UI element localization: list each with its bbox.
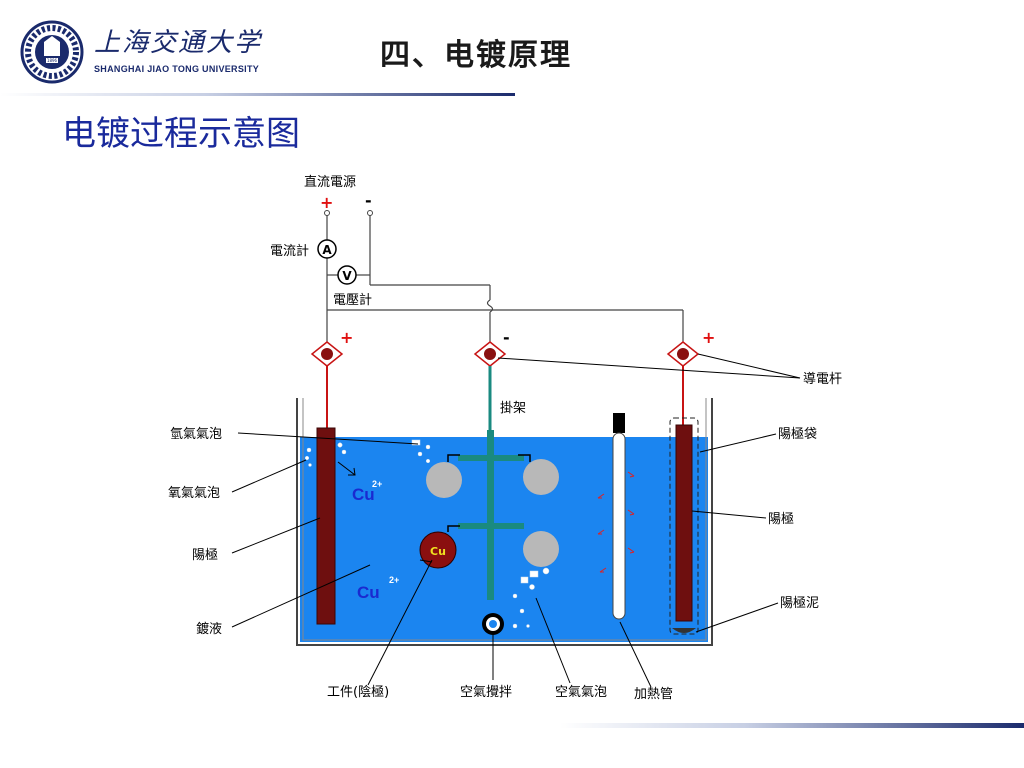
right-anode-plus: + [702, 328, 715, 347]
cathode-minus: - [503, 328, 510, 347]
tank-wall [296, 398, 713, 646]
anode-bag [669, 417, 699, 635]
ammeter-label: 電流計 [270, 243, 309, 259]
workpiece [523, 459, 559, 495]
ammeter-symbol: A [322, 243, 332, 257]
cu-ion: Cu [357, 583, 380, 602]
workpiece [523, 531, 559, 567]
power-supply-label: 直流電源 [304, 175, 356, 190]
heating-tube [612, 432, 626, 620]
workpiece-cu-deposit [419, 531, 457, 569]
cu-deposit-label: Cu [430, 545, 446, 558]
page-subtitle: 电镀过程示意图 [62, 114, 300, 154]
cu-ion-charge: 2+ [372, 479, 382, 489]
slide-title: 四、电镀原理 [380, 38, 572, 73]
anode-sludge [672, 628, 696, 633]
plating-solution-label: 鍍液 [196, 621, 222, 637]
workpiece-cathode-label: 工件(陰極) [327, 684, 389, 700]
conductive-rod-label: 導電杆 [803, 372, 842, 387]
logo-year: 1896 [47, 58, 58, 63]
bubbles [304, 439, 550, 629]
heating-tube-label: 加熱管 [634, 687, 673, 702]
right-anode-label: 陽極 [768, 511, 794, 527]
air-bubbles-label: 空氣氣泡 [555, 685, 607, 700]
voltmeter-symbol: V [342, 269, 352, 283]
anode-sludge-label: 陽極泥 [780, 595, 819, 611]
cu-ion: Cu [352, 485, 375, 504]
circuit-wires [326, 213, 684, 345]
oxygen-bubbles-label: 氧氣氣泡 [168, 486, 220, 501]
anode-bag-label: 陽極袋 [778, 426, 817, 442]
air-agitation-label: 空氣攪拌 [460, 685, 512, 700]
footer-divider [560, 723, 1024, 728]
ammeter-icon [317, 239, 337, 259]
university-name-cn: 上海交通大学 [94, 28, 263, 58]
left-anode-plus: + [340, 328, 353, 347]
university-logo: 1896 [20, 20, 84, 84]
leader-lines [231, 353, 801, 688]
hydrogen-bubbles-label: 氫氣氣泡 [170, 427, 222, 442]
voltmeter-label: 電壓計 [333, 292, 372, 308]
cu-ion-charge: 2+ [389, 575, 399, 585]
positive-terminal: + [320, 193, 333, 212]
right-anode [675, 424, 693, 622]
header-divider [0, 93, 515, 96]
university-name-en: SHANGHAI JIAO TONG UNIVERSITY [94, 64, 260, 74]
plating-solution-fill [300, 437, 708, 642]
voltmeter-icon [337, 265, 357, 285]
rack-label: 掛架 [500, 401, 526, 416]
rack [487, 430, 494, 600]
left-anode-label: 陽極 [192, 547, 218, 563]
negative-terminal: - [365, 191, 372, 210]
workpiece [426, 462, 462, 498]
left-anode [316, 427, 336, 625]
heat-arrows [597, 471, 635, 573]
